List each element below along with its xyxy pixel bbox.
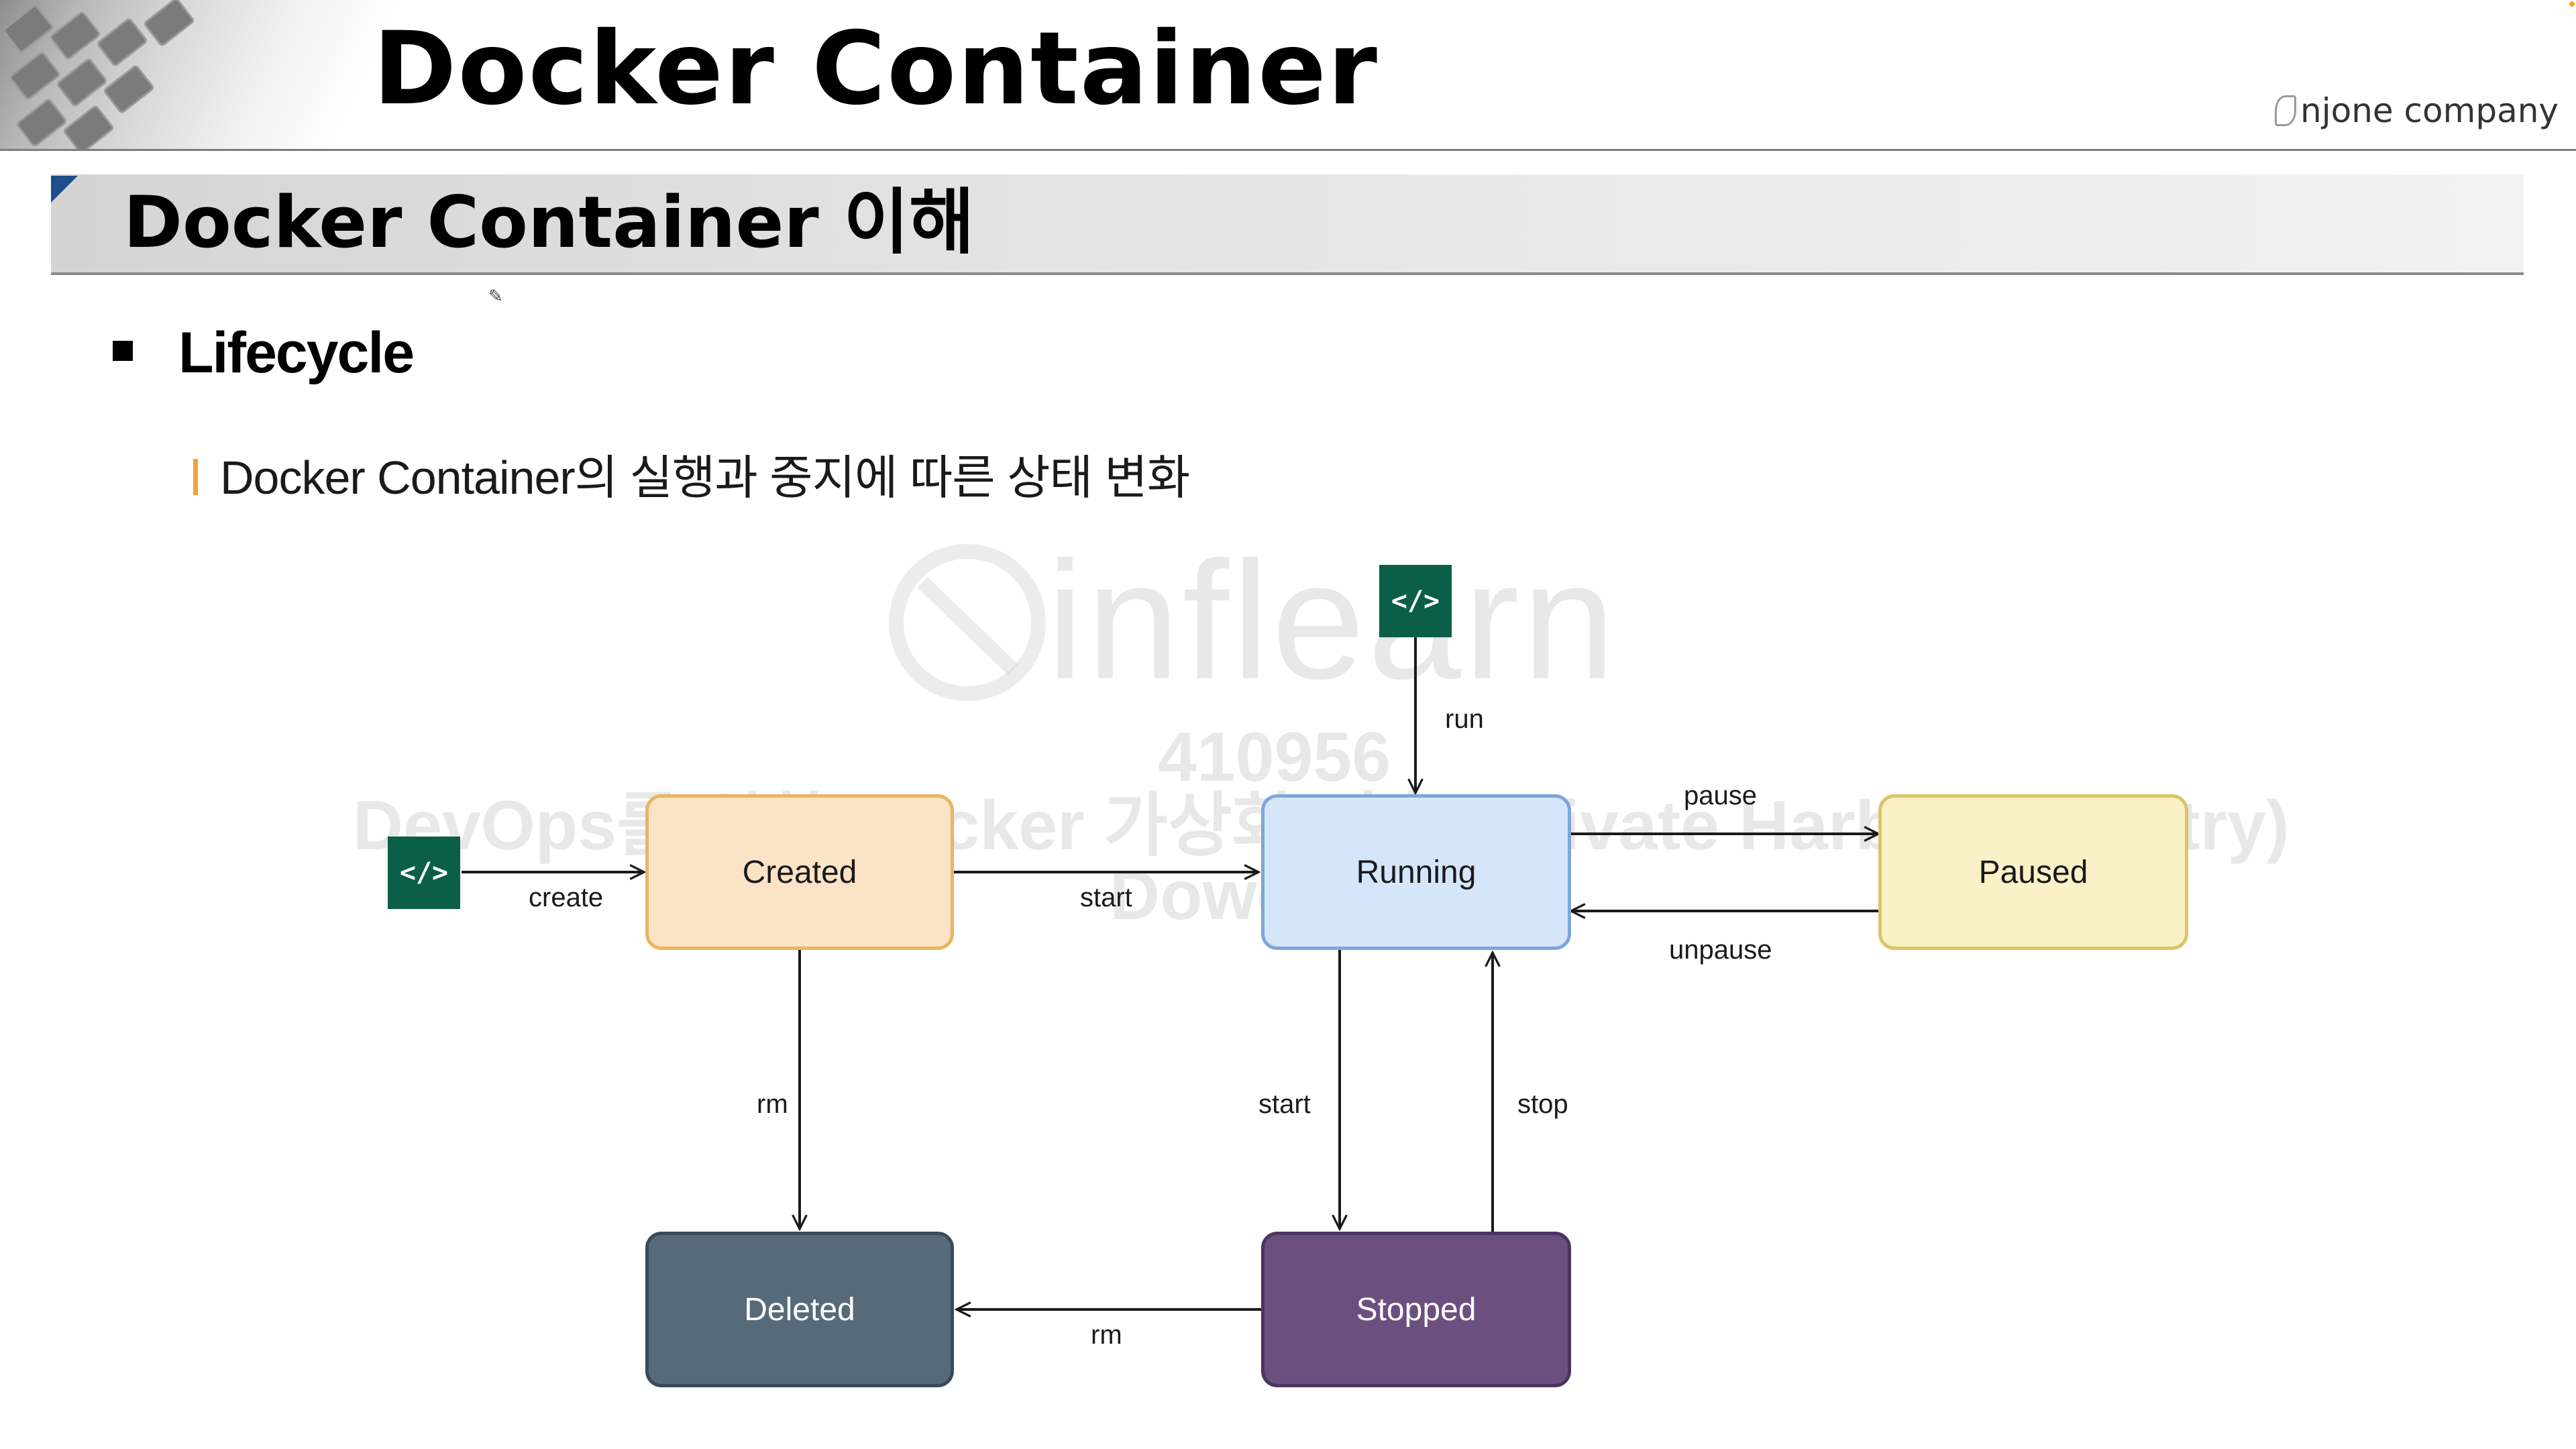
- state-stopped: Stopped: [1261, 1232, 1571, 1387]
- state-created: Created: [645, 794, 954, 950]
- code-icon-run: </>: [1379, 565, 1452, 637]
- section-bar: [51, 174, 2524, 275]
- pencil-cursor-icon: ✎: [488, 286, 503, 306]
- laptop-keyboard-image: [0, 0, 402, 149]
- code-icon-create: </>: [388, 837, 460, 909]
- header-divider: [0, 149, 2576, 151]
- label-rm-stopped: rm: [1091, 1320, 1122, 1350]
- state-deleted: Deleted: [645, 1232, 954, 1387]
- label-start-created: start: [1080, 883, 1132, 912]
- label-pause: pause: [1684, 781, 1757, 810]
- section-title: Docker Container 이해: [123, 181, 975, 264]
- watermark-id: 410956: [1158, 718, 1391, 796]
- company-name: njone company: [2300, 91, 2559, 130]
- sub-bullet-bar: [193, 459, 198, 495]
- company-logo-icon: [2275, 95, 2297, 126]
- label-start-stopped: start: [1258, 1089, 1311, 1119]
- corner-dot: [2569, 1, 2575, 7]
- state-running: Running: [1261, 794, 1571, 950]
- sub-bullet-text: Docker Container의 실행과 중지에 따른 상태 변화: [220, 451, 1190, 504]
- label-stop: stop: [1517, 1089, 1568, 1119]
- watermark-brand: inflearn: [1046, 527, 1618, 714]
- bullet-square-icon: [113, 341, 133, 361]
- bullet-heading: Lifecycle: [178, 321, 415, 385]
- company-logo-text: njone company: [2275, 91, 2559, 130]
- state-paused: Paused: [1878, 794, 2188, 950]
- slide-title: Docker Container: [373, 11, 1379, 127]
- label-run: run: [1445, 704, 1484, 734]
- label-create: create: [529, 883, 604, 912]
- label-unpause: unpause: [1669, 935, 1772, 965]
- slide-header: Docker Container njone company: [0, 0, 2576, 149]
- label-rm-created: rm: [757, 1089, 788, 1119]
- section-corner-marker: [51, 176, 78, 203]
